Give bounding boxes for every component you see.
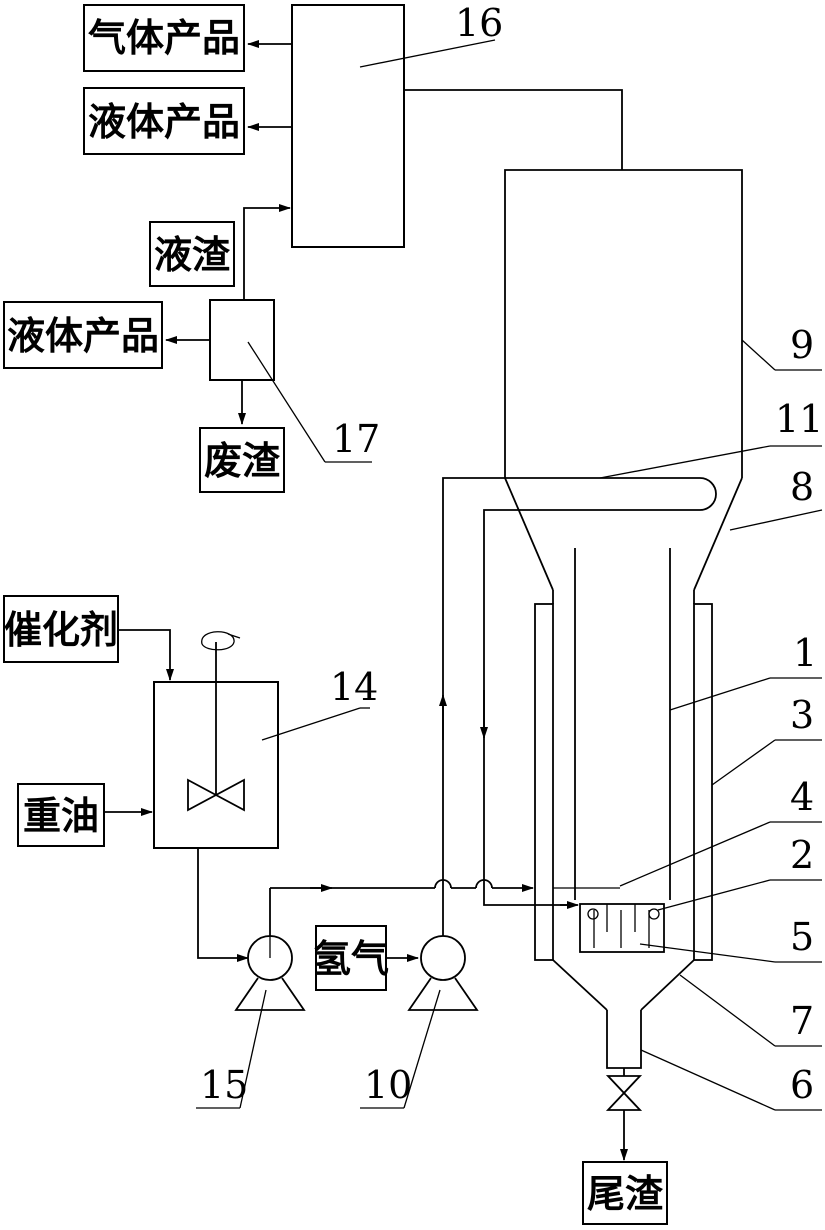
svg-text:废渣: 废渣 [204,439,281,483]
svg-text:催化剂: 催化剂 [4,608,118,652]
tail-residue-box: 尾渣 [583,1162,667,1224]
pump-15: 15 [196,936,304,1108]
catalyst-arrow [118,630,170,680]
liquid-product-top-box: 液体产品 [84,88,244,154]
liquid-residue-line [244,208,290,300]
svg-text:液渣: 液渣 [154,233,231,277]
label-2: 2 [790,833,814,877]
label-3: 3 [790,693,814,737]
svg-text:液体产品: 液体产品 [7,314,159,358]
draft-tube-1: 1 [575,548,822,900]
liquid-residue-box: 液渣 [150,222,234,286]
hydrogen-box: 氢气 [313,926,389,990]
label-6: 6 [790,1063,814,1107]
catalyst-box: 催化剂 [4,596,118,662]
mixer-outlet-line [198,848,248,958]
gas-product-box: 气体产品 [84,5,244,71]
label-5: 5 [790,915,814,959]
vapor-line [404,90,622,170]
bottom-cone-7: 7 [553,960,822,1046]
feed-line [270,880,620,888]
svg-text:气体产品: 气体产品 [88,16,240,60]
mixing-tank-14: 14 [154,632,378,848]
waste-residue-box: 废渣 [200,428,284,492]
heavy-oil-box: 重油 [18,784,104,846]
label-4: 4 [790,775,814,819]
svg-text:尾渣: 尾渣 [587,1172,664,1216]
label-8: 8 [790,465,814,509]
recycle-line-11: 11 [443,397,823,905]
label-11: 11 [775,397,823,441]
label-10: 10 [364,1063,412,1107]
outlet-valve [608,1068,640,1110]
label-16: 16 [455,1,503,45]
label-9: 9 [790,323,814,367]
cone-8: 8 [505,465,822,590]
svg-text:液体产品: 液体产品 [88,100,240,144]
label-15: 15 [200,1063,248,1107]
leader-2: 2 [658,833,822,910]
liquid-product-mid-box: 液体产品 [4,302,162,368]
label-7: 7 [790,999,814,1043]
pump-10: 10 [360,880,477,1108]
svg-text:重油: 重油 [23,794,99,838]
svg-text:氢气: 氢气 [313,937,389,981]
label-14: 14 [330,665,378,709]
label-17: 17 [332,417,380,461]
label-1: 1 [793,631,817,675]
separator-16: 16 [292,1,503,247]
distributor-5: 5 [580,904,822,962]
